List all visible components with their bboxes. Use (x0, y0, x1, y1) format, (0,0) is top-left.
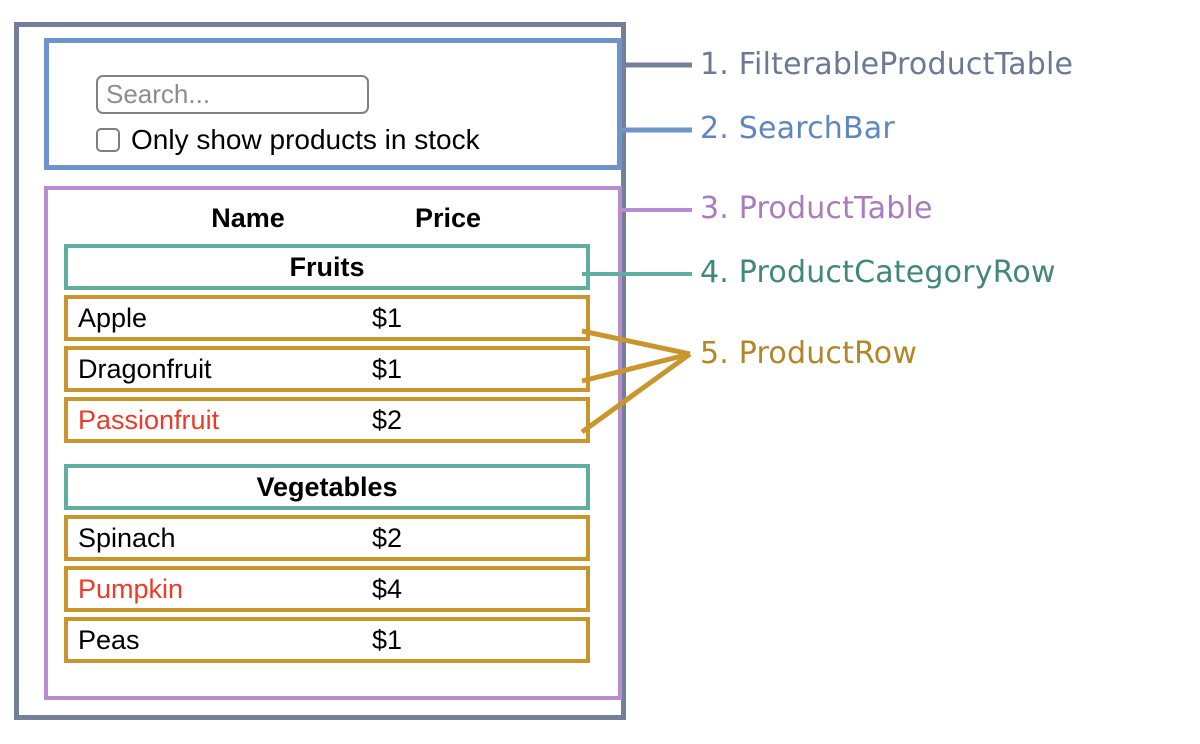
product-price: $1 (372, 625, 403, 655)
column-header-price: Price (414, 203, 482, 233)
product-row[interactable]: Apple $1 (64, 295, 590, 341)
product-table-boundary: Name Price Fruits Apple $1 Dragonfruit $… (44, 186, 622, 700)
annotation-label-product-table: 3. ProductTable (700, 191, 933, 226)
product-name: Spinach (78, 523, 176, 553)
product-price: $2 (372, 523, 403, 553)
product-price: $1 (372, 354, 403, 384)
annotation-label-search-bar: 2. SearchBar (700, 111, 895, 146)
only-in-stock-row[interactable]: Only show products in stock (96, 125, 480, 155)
product-category-row: Vegetables (64, 464, 590, 510)
product-price: $1 (372, 303, 403, 333)
product-row[interactable]: Passionfruit $2 (64, 397, 590, 443)
annotation-label-filterable-product-table: 1. FilterableProductTable (700, 47, 1074, 82)
product-price: $4 (372, 574, 403, 604)
product-rows-container: Fruits Apple $1 Dragonfruit $1 Passionfr… (64, 244, 590, 668)
product-name: Pumpkin (78, 574, 184, 604)
product-row[interactable]: Spinach $2 (64, 515, 590, 561)
product-price: $2 (372, 405, 403, 435)
product-name: Apple (78, 303, 148, 333)
product-name: Dragonfruit (78, 354, 212, 384)
only-in-stock-label: Only show products in stock (131, 124, 480, 155)
column-header-name: Name (211, 203, 285, 233)
product-name: Peas (78, 625, 140, 655)
annotation-label-product-row: 5. ProductRow (700, 336, 918, 371)
category-spacer (64, 448, 590, 464)
search-input[interactable] (96, 75, 369, 114)
product-name: Passionfruit (78, 405, 220, 435)
product-row[interactable]: Peas $1 (64, 617, 590, 663)
search-bar-boundary: Only show products in stock (44, 38, 622, 170)
product-row[interactable]: Dragonfruit $1 (64, 346, 590, 392)
product-category-row: Fruits (64, 244, 590, 290)
only-in-stock-checkbox[interactable] (96, 128, 120, 152)
table-header-row: Name Price (48, 199, 618, 237)
product-row[interactable]: Pumpkin $4 (64, 566, 590, 612)
annotation-label-product-category-row: 4. ProductCategoryRow (700, 255, 1056, 290)
